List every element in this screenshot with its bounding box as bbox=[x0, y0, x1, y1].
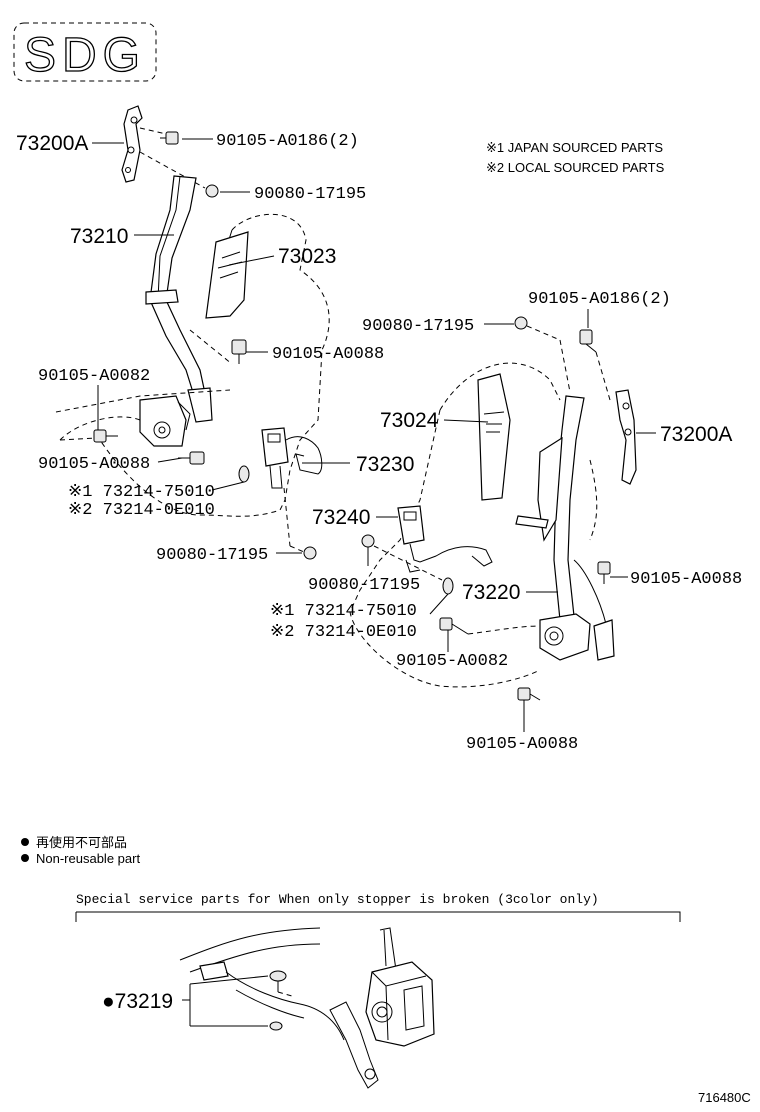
diagram-id: 716480C bbox=[698, 1090, 751, 1105]
label-90080-17195-right: 90080-17195 bbox=[362, 317, 474, 336]
label-90105-a0088-left: 90105-A0088 bbox=[38, 455, 150, 474]
label-73214-0e010-right: ※2 73214-0E010 bbox=[270, 623, 417, 642]
label-73200a-left: 73200A bbox=[16, 132, 88, 155]
label-90080-17195-mid: 90080-17195 bbox=[308, 576, 420, 595]
label-73214-0e010-left: ※2 73214-0E010 bbox=[68, 501, 215, 520]
label-73200a-right: 73200A bbox=[660, 423, 732, 446]
label-90105-a0082-left: 90105-A0082 bbox=[38, 367, 150, 386]
note-japan-sourced: ※1 JAPAN SOURCED PARTS bbox=[486, 140, 663, 155]
label-90105-a0082-right: 90105-A0082 bbox=[396, 652, 508, 671]
special-title: Special service parts for When only stop… bbox=[76, 892, 599, 907]
logo-text: SDG bbox=[24, 29, 146, 82]
legend-en: Non-reusable part bbox=[36, 851, 140, 866]
label-73240: 73240 bbox=[312, 506, 370, 529]
special-part-label: ●73219 bbox=[102, 990, 173, 1013]
label-73023: 73023 bbox=[278, 245, 336, 268]
label-90080-17195-left-low: 90080-17195 bbox=[156, 546, 268, 565]
label-90105-a0186-left: 90105-A0186(2) bbox=[216, 132, 359, 151]
label-73210: 73210 bbox=[70, 225, 128, 248]
label-90105-a0088-bottom: 90105-A0088 bbox=[466, 735, 578, 754]
label-73214-75010-left: ※1 73214-75010 bbox=[68, 483, 215, 502]
label-90080-17195-top: 90080-17195 bbox=[254, 185, 366, 204]
label-73220: 73220 bbox=[462, 581, 520, 604]
label-73230: 73230 bbox=[356, 453, 414, 476]
legend: 再使用不可部品 Non-reusable part bbox=[21, 835, 140, 866]
label-90105-a0088-mid: 90105-A0088 bbox=[272, 345, 384, 364]
label-90105-a0088-right: 90105-A0088 bbox=[630, 570, 742, 589]
sdg-logo: SDG bbox=[13, 22, 157, 83]
label-73024: 73024 bbox=[380, 409, 439, 432]
right-seatbelt-assembly bbox=[349, 316, 637, 701]
label-90105-a0186-right: 90105-A0186(2) bbox=[528, 290, 671, 309]
leader-lines bbox=[92, 138, 656, 732]
legend-jp: 再使用不可部品 bbox=[36, 835, 127, 850]
label-73214-75010-right: ※1 73214-75010 bbox=[270, 602, 417, 621]
note-local-sourced: ※2 LOCAL SOURCED PARTS bbox=[486, 160, 665, 175]
left-seatbelt-assembly bbox=[55, 105, 330, 560]
special-service-section: Special service parts for When only stop… bbox=[75, 892, 681, 1089]
